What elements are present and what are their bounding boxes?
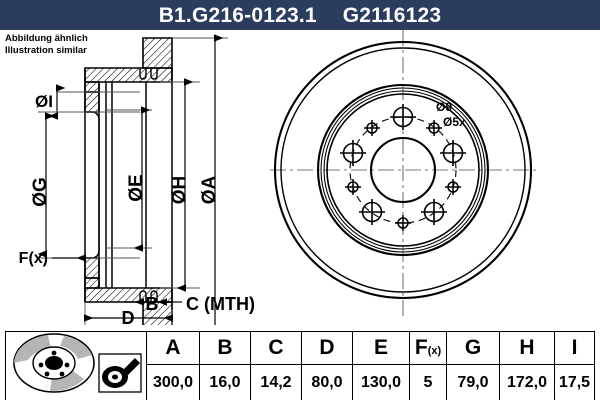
- table-header-E: E: [352, 330, 410, 366]
- brake-disc-icon: [5, 331, 147, 400]
- label-f-x: F(x): [19, 250, 48, 267]
- dimension-dia-a: ØA: [172, 34, 228, 325]
- dimension-b: B: [125, 294, 159, 314]
- section-rim-notches: [139, 68, 158, 302]
- dimension-dia-e: ØE: [106, 106, 152, 252]
- friction-ring-mid1: [320, 87, 486, 253]
- label-dia-e: ØE: [126, 174, 147, 201]
- hub-bore-circle: [369, 136, 437, 204]
- fx-main: F: [414, 336, 428, 360]
- table-value-H: 172,0: [499, 364, 555, 400]
- reference-number: G2116123: [342, 3, 442, 27]
- table-value-B: 16,0: [199, 364, 251, 400]
- dimension-d: D: [83, 302, 174, 325]
- table-value-E: 130,0: [352, 364, 410, 400]
- disc-outer-circle: [273, 40, 533, 300]
- front-view: Ø9 Ø5x: [270, 30, 537, 320]
- disc-outer-circle-inner: [280, 47, 526, 293]
- friction-ring-outer: [316, 83, 490, 257]
- table-value-G: 79,0: [446, 364, 500, 400]
- header-bar: B1.G216-0123.1 G2116123: [0, 0, 600, 30]
- table-header-row: A B C D E F(x) G H I: [5, 330, 595, 400]
- table-header-Fx: F(x): [409, 330, 447, 366]
- table-header-G: G: [446, 330, 500, 366]
- front-view-centerlines: [270, 30, 537, 320]
- brake-disc-illustration: [13, 333, 142, 393]
- dimension-dia-h: ØH: [160, 78, 200, 292]
- dimension-f-x: F(x): [19, 250, 87, 267]
- friction-ring-inner: [326, 93, 480, 247]
- table-header-B: B: [199, 330, 251, 366]
- friction-ring-mid2: [323, 90, 483, 250]
- label-d: D: [122, 308, 135, 325]
- table-header-I: I: [554, 330, 595, 366]
- dimension-c-mth: C (MTH): [157, 294, 255, 314]
- table-header-H: H: [499, 330, 555, 366]
- table-value-Fx: 5: [409, 364, 447, 400]
- specification-table: A B C D E F(x) G H I 300,0 16,0 14,2 80,…: [5, 330, 595, 400]
- label-dia-g: ØG: [30, 177, 51, 207]
- illustration-notice: Abbildung ähnlich Illustration similar: [5, 33, 88, 57]
- table-value-D: 80,0: [301, 364, 353, 400]
- dimension-dia-g: ØG: [30, 111, 140, 259]
- technical-drawing: ØI ØG ØE ØH ØA: [19, 30, 537, 325]
- bolt-holes: [340, 104, 466, 225]
- label-hole-dia: Ø9: [436, 100, 452, 114]
- label-dia-h: ØH: [169, 176, 190, 205]
- table-header-D: D: [301, 330, 353, 366]
- bolt-circle: [349, 116, 457, 224]
- small-holes: [345, 120, 461, 231]
- notice-line-en: Illustration similar: [5, 44, 87, 56]
- part-number: B1.G216-0123.1: [158, 3, 317, 27]
- label-b: B: [146, 294, 159, 314]
- table-value-C: 14,2: [250, 364, 302, 400]
- notice-line-de: Abbildung ähnlich: [5, 33, 88, 44]
- label-dia-i: ØI: [35, 92, 53, 111]
- table-value-I: 17,5: [554, 364, 595, 400]
- label-hole-count: Ø5x: [443, 115, 466, 129]
- hole-annotations: Ø9 Ø5x: [436, 100, 466, 129]
- label-c-mth: C (MTH): [186, 294, 255, 314]
- label-dia-a: ØA: [199, 175, 220, 204]
- table-header-A: A: [146, 330, 200, 366]
- table-value-row: 300,0 16,0 14,2 80,0 130,0 5 79,0 172,0 …: [6, 364, 595, 400]
- table-header-C: C: [250, 330, 302, 366]
- measuring-tool-icon: [98, 353, 142, 393]
- fx-sub: (x): [427, 345, 442, 358]
- table-value-A: 300,0: [146, 364, 200, 400]
